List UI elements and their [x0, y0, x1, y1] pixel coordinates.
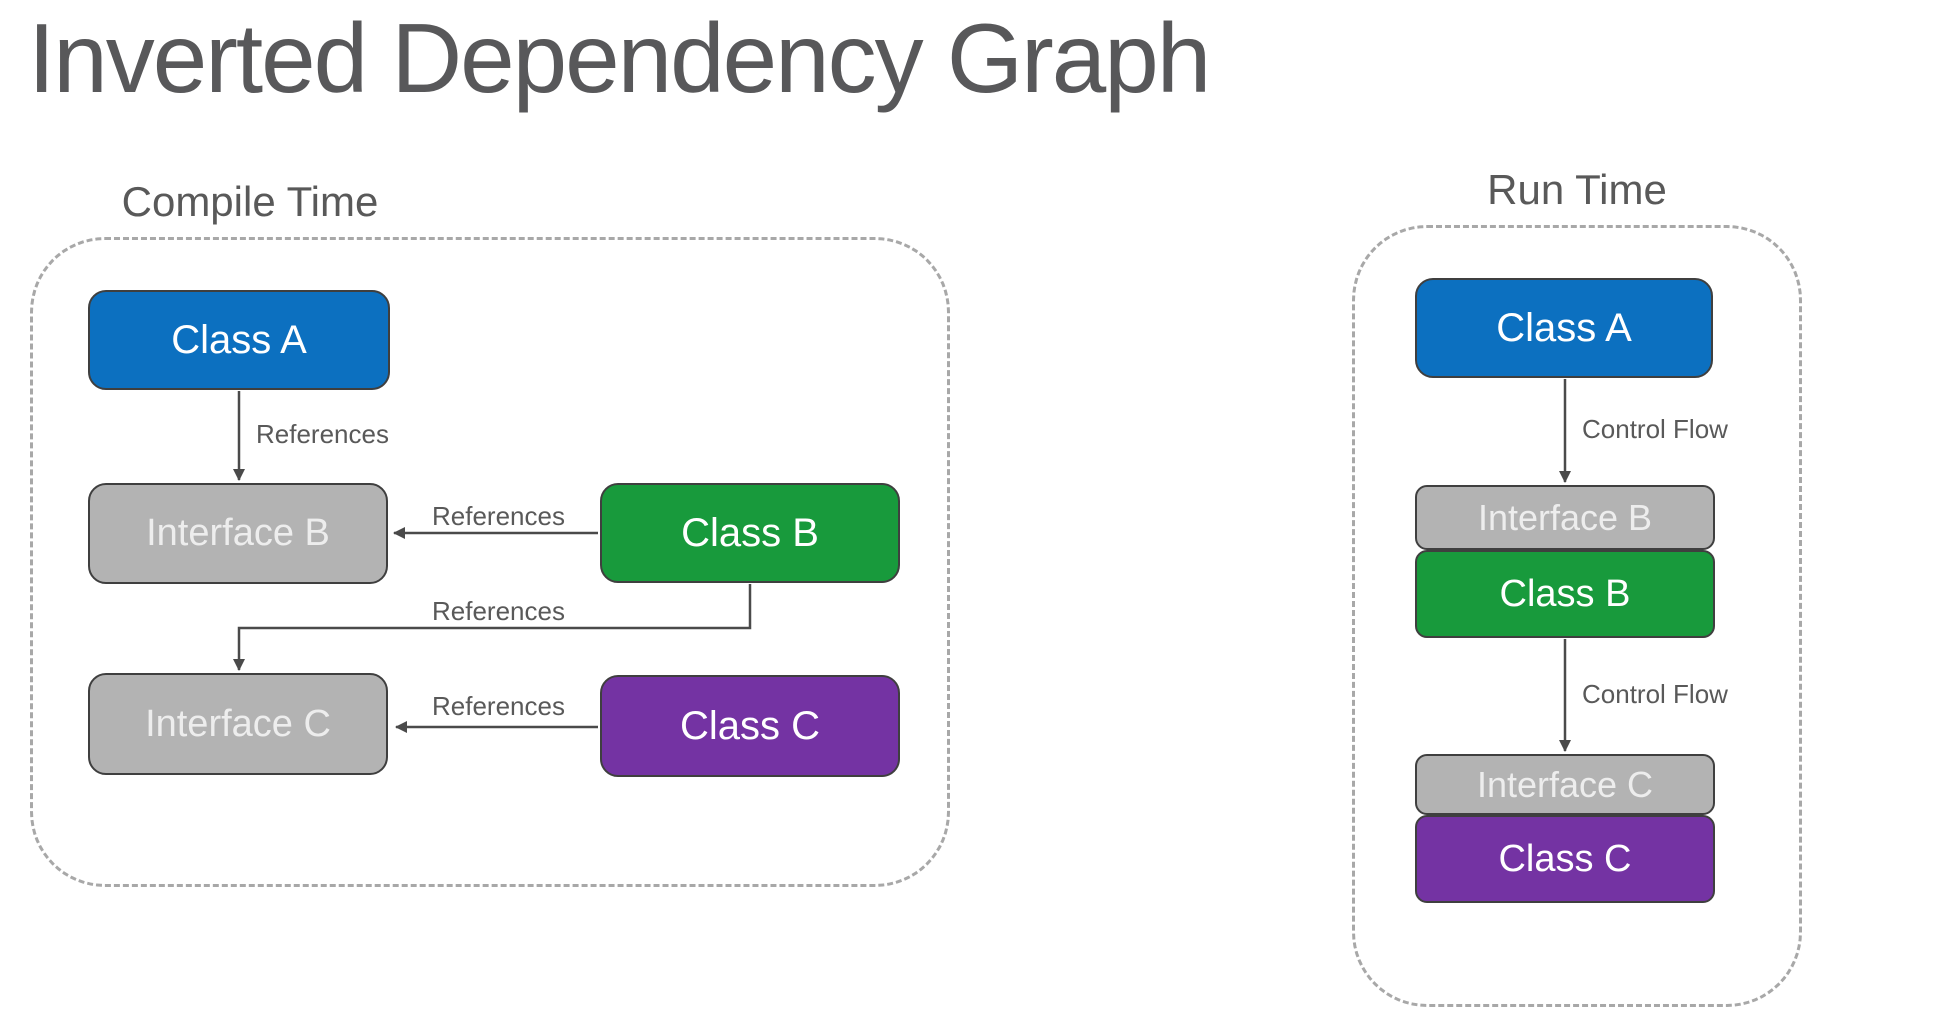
run-node-class-c-label: Class C: [1498, 837, 1632, 880]
edge-label-references-3: References: [432, 596, 565, 626]
compile-time-heading: Compile Time: [121, 178, 379, 225]
run-node-interface-c-label: Interface C: [1476, 763, 1654, 805]
compile-node-interface-b-label: Interface B: [146, 512, 330, 554]
compile-node-class-a-label: Class A: [171, 317, 307, 362]
run-time-heading: Run Time: [1487, 166, 1667, 213]
run-node-class-c: Class C: [1415, 815, 1715, 903]
edge-label-references-1: References: [256, 419, 389, 449]
run-node-class-b-label: Class B: [1499, 572, 1631, 615]
compile-node-class-b-label: Class B: [681, 510, 819, 555]
edge-label-control-flow-1: Control Flow: [1582, 414, 1728, 444]
edge-label-control-flow-2: Control Flow: [1582, 679, 1728, 709]
edge-label-references-2: References: [432, 501, 565, 531]
run-node-interface-b-label: Interface B: [1477, 496, 1653, 538]
edge-label-references-4: References: [432, 691, 565, 721]
run-node-class-b: Class B: [1415, 550, 1715, 638]
compile-node-class-c-label: Class C: [679, 703, 821, 748]
compile-node-class-c: Class C: [600, 675, 900, 777]
page-title: Inverted Dependency Graph: [28, 3, 1211, 113]
compile-node-class-a: Class A: [88, 290, 390, 390]
compile-node-interface-b: Interface B: [88, 483, 388, 584]
run-time-container: [1352, 225, 1802, 1007]
run-node-class-a-label: Class A: [1496, 305, 1632, 350]
run-node-interface-b: Interface B: [1415, 485, 1715, 550]
compile-node-class-b: Class B: [600, 483, 900, 583]
compile-time-container: [30, 237, 950, 887]
run-node-class-a: Class A: [1415, 278, 1713, 378]
run-node-interface-c: Interface C: [1415, 754, 1715, 815]
compile-node-interface-c-label: Interface C: [145, 702, 331, 745]
compile-node-interface-c: Interface C: [88, 673, 388, 775]
